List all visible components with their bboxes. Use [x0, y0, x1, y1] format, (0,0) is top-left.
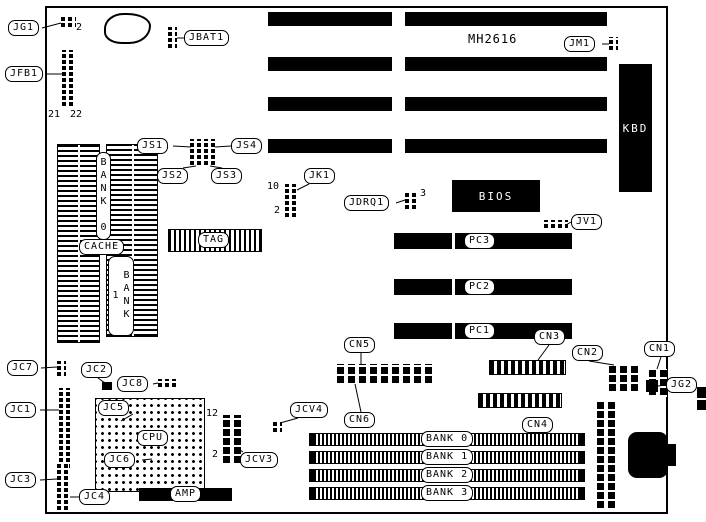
isa-slot-4-right — [405, 139, 607, 153]
callout-jc1: JC1 — [5, 402, 37, 418]
callout-jdrq1: JDRQ1 — [344, 195, 390, 211]
isa-slot-1-left — [268, 12, 392, 26]
jc7-header — [57, 361, 66, 378]
power-connector — [597, 400, 615, 510]
isa-slot-3-left — [268, 97, 392, 111]
isa-slot-2-left — [268, 57, 392, 71]
cn3-connector — [489, 360, 566, 375]
pc3-slot-notch — [452, 233, 455, 249]
jc2-connector — [102, 382, 112, 390]
callout-bank0: BANK 0 — [421, 431, 474, 447]
jg1-header — [61, 16, 76, 29]
callout-jm1: JM1 — [564, 36, 596, 52]
js-jumper-block — [190, 139, 216, 167]
jfb1-pin-21: 21 — [48, 109, 61, 120]
cn4-connector — [478, 393, 562, 408]
jg1-pin-number: 2 — [76, 22, 83, 33]
jcv4-header — [273, 420, 282, 434]
callout-pc2: PC2 — [464, 279, 496, 295]
callout-bank3: BANK 3 — [421, 485, 474, 501]
callout-js2: JS2 — [157, 168, 189, 184]
callout-jc3: JC3 — [5, 472, 37, 488]
jv1-header — [544, 220, 568, 230]
callout-jbat1: JBAT1 — [184, 30, 230, 46]
callout-cn3: CN3 — [534, 329, 566, 345]
callout-cpu: CPU — [137, 430, 169, 446]
jk1-pin-10: 10 — [267, 181, 280, 192]
jcv3-header — [223, 415, 241, 465]
callout-jg2: JG2 — [666, 377, 698, 393]
callout-cache-bank0: BANK 0 — [96, 152, 111, 240]
jc1-header — [59, 388, 71, 470]
jm1-header — [609, 37, 618, 52]
callout-jg1: JG1 — [8, 20, 40, 36]
jfb1-pin-22: 22 — [70, 109, 83, 120]
jk1-header — [285, 184, 297, 219]
callout-js4: JS4 — [231, 138, 263, 154]
callout-jk1: JK1 — [304, 168, 336, 184]
pc1-slot-notch — [452, 323, 455, 339]
callout-jc7: JC7 — [7, 360, 39, 376]
pc2-slot-notch — [452, 279, 455, 295]
callout-pc1: PC1 — [464, 323, 496, 339]
kbd-chip: KBD — [619, 64, 652, 192]
callout-jc6: JC6 — [104, 452, 136, 468]
callout-bank1: BANK 1 — [421, 449, 474, 465]
callout-bank2: BANK 2 — [421, 467, 474, 483]
callout-cn1: CN1 — [644, 341, 676, 357]
callout-cn4: CN4 — [522, 417, 554, 433]
isa-slot-4-left — [268, 139, 392, 153]
bios-chip: BIOS — [452, 180, 540, 212]
isa-slot-1-right — [405, 12, 607, 26]
bios-chip-label: BIOS — [478, 189, 514, 203]
callout-cn2: CN2 — [572, 345, 604, 361]
keyboard-din-tab — [666, 444, 676, 466]
jcv3-pin-2: 2 — [212, 449, 219, 460]
jfb1-header — [62, 50, 74, 108]
callout-cache: CACHE — [79, 239, 125, 255]
jdrq1-pin-3: 3 — [420, 188, 427, 199]
jdrq1-header — [405, 192, 417, 211]
callout-jfb1: JFB1 — [5, 66, 44, 82]
edge-tab-bottom — [697, 400, 706, 410]
callout-jc4: JC4 — [79, 489, 111, 505]
callout-pc3: PC3 — [464, 233, 496, 249]
callout-jc8: JC8 — [117, 376, 149, 392]
callout-jv1: JV1 — [571, 214, 603, 230]
edge-tab-top — [697, 387, 706, 398]
callout-amp: AMP — [170, 486, 202, 502]
cn5-cn6-header — [337, 364, 432, 385]
callout-jcv3: JCV3 — [240, 452, 279, 468]
callout-tag: TAG — [198, 232, 230, 248]
cn2-header — [609, 364, 638, 393]
battery-blob-outline — [104, 13, 151, 44]
callout-cache-bank1: BANK 1 — [108, 256, 134, 336]
jk1-pin-2: 2 — [274, 205, 281, 216]
callout-cn5: CN5 — [344, 337, 376, 353]
callout-jc5: JC5 — [98, 400, 130, 416]
jbat1-header — [168, 27, 177, 50]
isa-slot-2-right — [405, 57, 607, 71]
jg2-connector — [646, 380, 658, 392]
kbd-chip-label: KBD — [622, 121, 649, 135]
jcv3-pin-12: 12 — [206, 408, 219, 419]
board-model-text: MH2616 — [468, 32, 518, 46]
callout-jcv4: JCV4 — [290, 402, 329, 418]
isa-slot-3-right — [405, 97, 607, 111]
callout-js1: JS1 — [137, 138, 169, 154]
keyboard-din-connector — [628, 432, 668, 478]
jc8-header — [158, 379, 178, 389]
jc3-header — [57, 464, 69, 512]
callout-js3: JS3 — [211, 168, 243, 184]
callout-jc2: JC2 — [81, 362, 113, 378]
callout-cn6: CN6 — [344, 412, 376, 428]
